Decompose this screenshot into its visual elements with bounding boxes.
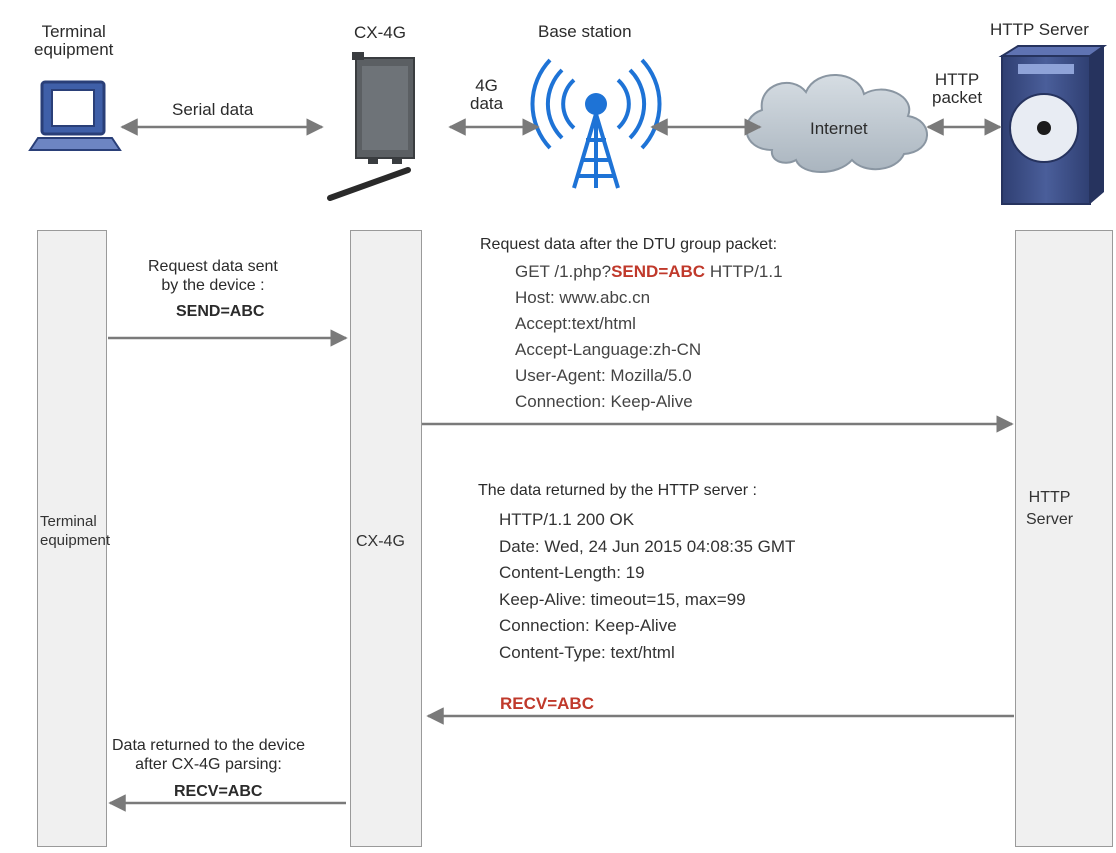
computer-icon xyxy=(28,80,122,151)
request-sent-caption: Request data sent by the device : xyxy=(148,258,278,295)
cx4g-lane-label: CX-4G xyxy=(356,533,405,550)
dtu-header-line: User-Agent: Mozilla/5.0 xyxy=(515,366,692,385)
terminal-lane xyxy=(37,230,107,847)
request-line-suffix: HTTP/1.1 xyxy=(705,262,783,281)
cx4g-lane xyxy=(350,230,422,847)
terminal-lane-label: Terminal equipment xyxy=(40,513,111,549)
serial-data-label: Serial data xyxy=(172,100,254,119)
response-line: Content-Type: text/html xyxy=(499,642,675,662)
http-server-title: HTTP Server xyxy=(990,20,1089,39)
internet-label: Internet xyxy=(810,119,868,138)
dtu-header-line: Accept:text/html xyxy=(515,314,636,333)
cx4g-device-icon xyxy=(327,52,415,201)
returned-value: RECV=ABC xyxy=(174,783,263,800)
request-line-highlight: SEND=ABC xyxy=(611,262,706,281)
cx4g-title: CX-4G xyxy=(354,23,406,42)
server-response-title: The data returned by the HTTP server : xyxy=(478,482,757,499)
http-packet-label: HTTP packet xyxy=(932,70,983,107)
server-response-body: HTTP/1.1 200 OK Date: Wed, 24 Jun 2015 0… xyxy=(499,510,795,669)
server-icon xyxy=(998,45,1108,205)
request-sent-value: SEND=ABC xyxy=(176,303,265,320)
dtu-header-line: Accept-Language:zh-CN xyxy=(515,340,702,359)
response-line: Content-Length: 19 xyxy=(499,563,645,582)
returned-caption: Data returned to the device after CX-4G … xyxy=(112,737,306,774)
server-lane xyxy=(1015,230,1113,847)
dtu-header-line: Host: www.abc.cn xyxy=(515,288,651,307)
response-line: Keep-Alive: timeout=15, max=99 xyxy=(499,589,746,609)
response-line: Connection: Keep-Alive xyxy=(499,616,677,635)
request-line-prefix: GET /1.php? xyxy=(515,262,612,281)
antenna-tower-icon xyxy=(530,58,662,189)
dtu-packet-body: GET /1.php?SEND=ABC HTTP/1.1 Host: www.a… xyxy=(515,262,783,418)
terminal-title: Terminal equipment xyxy=(34,22,114,59)
recv-highlight: RECV=ABC xyxy=(500,694,594,713)
response-line: HTTP/1.1 200 OK xyxy=(499,510,635,529)
dtu-header-line: Connection: Keep-Alive xyxy=(515,392,693,411)
base-station-title: Base station xyxy=(538,22,632,41)
server-lane-label: HTTP Server xyxy=(1026,489,1074,528)
4g-data-label: 4G data xyxy=(470,76,504,113)
internet-cloud-icon xyxy=(745,74,928,173)
dtu-request-line: GET /1.php?SEND=ABC HTTP/1.1 xyxy=(515,262,783,288)
response-line: Date: Wed, 24 Jun 2015 04:08:35 GMT xyxy=(499,536,796,556)
dtu-packet-title: Request data after the DTU group packet: xyxy=(480,236,778,253)
